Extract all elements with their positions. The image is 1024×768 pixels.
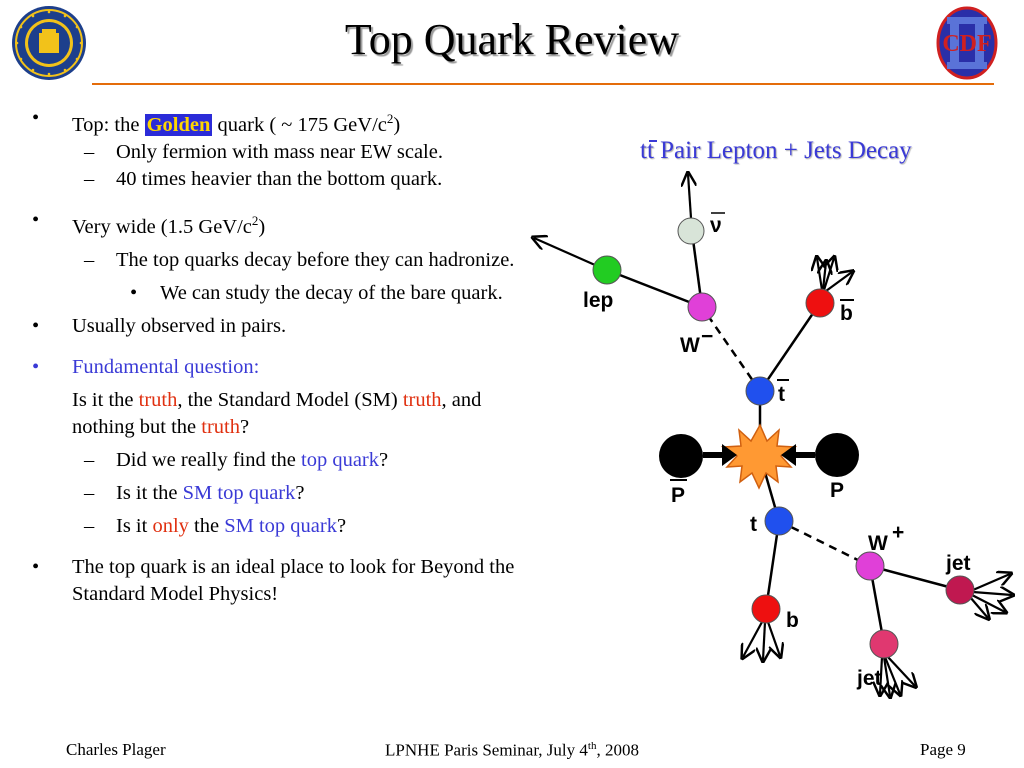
antiproton [659,434,703,478]
wminus-propagator [700,306,762,392]
jet-arrow [969,596,988,618]
proton [815,433,859,477]
antiproton-arrowhead [722,444,737,466]
title-divider [92,83,994,85]
lep-label: lep [583,289,613,312]
footer-page-number: Page 9 [920,740,966,759]
p-label: P [830,479,844,502]
wminus-boson [687,292,717,322]
wminus-sign: − [701,325,713,348]
tbar-label: t [778,383,785,406]
bullet-pairs: Usually observed in pairs. [32,313,532,340]
b-jet-arrow [743,621,763,657]
jet-arrow [972,592,1012,595]
sub-bullet-fermion: Only fermion with mass near EW scale. [32,139,532,166]
top-quark [764,506,794,536]
b-quark [751,594,781,624]
b-jet-arrow [766,621,780,656]
lepton-arrow [534,238,596,267]
truth-question: Is it the truth, the Standard Model (SM)… [72,388,482,438]
sub-bullet-decay: The top quarks decay before they can had… [32,247,532,274]
jet2-arrow [886,655,915,686]
tbar-quark [745,376,775,406]
sub-bullet-sm-top: Is it the SM top quark? [32,480,532,507]
jet-label: jet [945,552,971,575]
t-label: t [750,513,757,536]
cdf-logo: CDF [936,6,998,80]
sub-bullet-heavier: 40 times heavier than the bottom quark. [32,166,532,193]
jet2-label: jet [856,667,882,690]
tbar-to-bbar-line [758,302,822,392]
bbar-quark [805,288,835,318]
footer-author: Charles Plager [66,740,166,759]
bbar-label: b [840,302,853,325]
wminus-label: W [680,334,700,357]
t-to-b-line [764,520,781,610]
bullet-bsm: The top quark is an ideal place to look … [32,554,532,608]
bullet-fundamental-question: Fundamental question: [32,354,532,381]
jet2-arrow [880,656,882,694]
jet-arrow [972,574,1010,592]
slide-title: Top Quark Review [344,15,680,64]
antiproton-beam [703,452,725,458]
jet-arrow [971,594,1005,612]
bbar-jet-arrow [823,262,826,291]
wplus-label: W [868,532,888,555]
wplus-propagator [778,519,871,568]
neutrino-particle [677,217,705,245]
jet2-arrow [884,656,890,696]
proton-beam [793,452,815,458]
footer-event: LPNHE Paris Seminar, July 4th, 2008 [385,740,639,760]
jet-particle [945,575,975,605]
nu-label: ν [710,214,722,237]
bullet-top-golden: Top: the Golden quark ( ~ 175 GeV/c2) [32,105,532,139]
collision-burst [720,423,798,490]
bbar-jet-arrow [825,272,852,292]
golden-highlight: Golden [144,113,213,136]
wplus-boson [855,551,885,581]
sub-sub-bullet-bare-quark: We can study the decay of the bare quark… [32,280,532,307]
bbar-jet-arrow [817,258,822,291]
diagram-title: tt Pair Lepton + Jets Decay [640,137,912,164]
jet2-arrow [883,656,900,694]
bullet-very-wide: Very wide (1.5 GeV/c2) [32,207,532,241]
neutrino-arrow [688,174,691,219]
wplus-sign: + [892,521,904,544]
sub-bullet-only-sm-top: Is it only the SM top quark? [32,513,532,540]
pbar-label: P [671,484,685,507]
cdf-logo-text: CDF [942,31,991,57]
wminus-to-lep-line [606,268,703,309]
b-jet-arrow [763,621,765,660]
wplus-to-jet-line [869,564,961,592]
uc-seal-logo [12,6,86,80]
lepton-particle [592,255,622,285]
jet2-particle [869,629,899,659]
proton-arrowhead [781,444,796,466]
b-label: b [786,609,799,632]
sub-bullet-find-top: Did we really find the top quark? [32,447,532,474]
bullet-list: Top: the Golden quark ( ~ 175 GeV/c2) On… [32,105,532,608]
